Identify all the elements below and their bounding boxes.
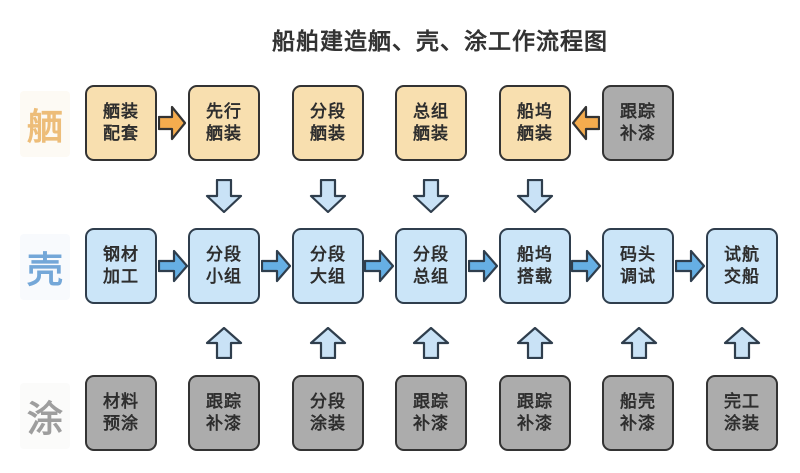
step-outfitting-kitting: 舾装 配套 <box>85 85 157 161</box>
step-grand-block-outfitting: 总组 舾装 <box>395 85 467 161</box>
up-arrow-icon <box>723 327 761 359</box>
step-label: 分段 小组 <box>206 244 242 287</box>
step-label: 钢材 加工 <box>103 244 139 287</box>
down-arrow-icon <box>309 179 347 213</box>
step-label: 材料 预涂 <box>103 391 139 434</box>
step-label: 试航 交船 <box>724 244 760 287</box>
step-sub-block-assembly: 分段 小组 <box>188 228 260 304</box>
step-label: 跟踪 补漆 <box>517 391 553 434</box>
down-arrow-icon <box>205 179 243 213</box>
row-label-outfitting-text: 舾 <box>26 107 63 148</box>
step-final-painting: 完工 涂装 <box>706 375 778 451</box>
step-touchup-painting-dock: 跟踪 补漆 <box>602 85 674 161</box>
step-dock-erection: 船坞 搭载 <box>499 228 571 304</box>
right-arrow-icon <box>468 249 498 283</box>
row-label-hull-text: 壳 <box>26 250 63 291</box>
row-label-painting-text: 涂 <box>26 399 63 440</box>
step-label: 分段 舾装 <box>310 101 346 144</box>
step-label: 分段 总组 <box>413 244 449 287</box>
step-label: 船壳 补漆 <box>620 391 656 434</box>
up-arrow-icon <box>309 327 347 359</box>
row-label-hull: 壳 <box>20 234 70 300</box>
step-quay-commissioning: 码头 调试 <box>602 228 674 304</box>
step-label: 船坞 搭载 <box>517 244 553 287</box>
step-material-pre-coating: 材料 预涂 <box>85 375 157 451</box>
right-arrow-icon <box>571 249 601 283</box>
step-sea-trial-delivery: 试航 交船 <box>706 228 778 304</box>
step-block-painting: 分段 涂装 <box>292 375 364 451</box>
left-arrow-icon <box>572 105 600 141</box>
step-label: 跟踪 补漆 <box>206 391 242 434</box>
step-label: 完工 涂装 <box>724 391 760 434</box>
diagram-title: 船舶建造舾、壳、涂工作流程图 <box>272 29 608 55</box>
step-touchup-painting-3: 跟踪 补漆 <box>499 375 571 451</box>
right-arrow-icon <box>675 249 705 283</box>
step-label: 船坞 舾装 <box>517 101 553 144</box>
right-arrow-icon <box>158 105 186 141</box>
step-block-assembly: 分段 大组 <box>292 228 364 304</box>
step-block-outfitting: 分段 舾装 <box>292 85 364 161</box>
step-pre-outfitting: 先行 舾装 <box>188 85 260 161</box>
down-arrow-icon <box>516 179 554 213</box>
down-arrow-icon <box>412 179 450 213</box>
step-label: 分段 涂装 <box>310 391 346 434</box>
step-grand-block-assembly: 分段 总组 <box>395 228 467 304</box>
right-arrow-icon <box>261 249 291 283</box>
row-label-painting: 涂 <box>20 383 70 449</box>
up-arrow-icon <box>620 327 658 359</box>
step-label: 先行 舾装 <box>206 101 242 144</box>
step-touchup-painting-1: 跟踪 补漆 <box>188 375 260 451</box>
step-label: 码头 调试 <box>620 244 656 287</box>
right-arrow-icon <box>158 249 188 283</box>
row-label-outfitting: 舾 <box>20 91 70 157</box>
up-arrow-icon <box>205 327 243 359</box>
step-label: 跟踪 补漆 <box>620 101 656 144</box>
step-label: 跟踪 补漆 <box>413 391 449 434</box>
step-label: 分段 大组 <box>310 244 346 287</box>
step-label: 总组 舾装 <box>413 101 449 144</box>
step-hull-touchup-painting: 船壳 补漆 <box>602 375 674 451</box>
right-arrow-icon <box>364 249 394 283</box>
up-arrow-icon <box>412 327 450 359</box>
step-label: 舾装 配套 <box>103 101 139 144</box>
step-dock-outfitting: 船坞 舾装 <box>499 85 571 161</box>
step-steel-processing: 钢材 加工 <box>85 228 157 304</box>
step-touchup-painting-2: 跟踪 补漆 <box>395 375 467 451</box>
up-arrow-icon <box>516 327 554 359</box>
